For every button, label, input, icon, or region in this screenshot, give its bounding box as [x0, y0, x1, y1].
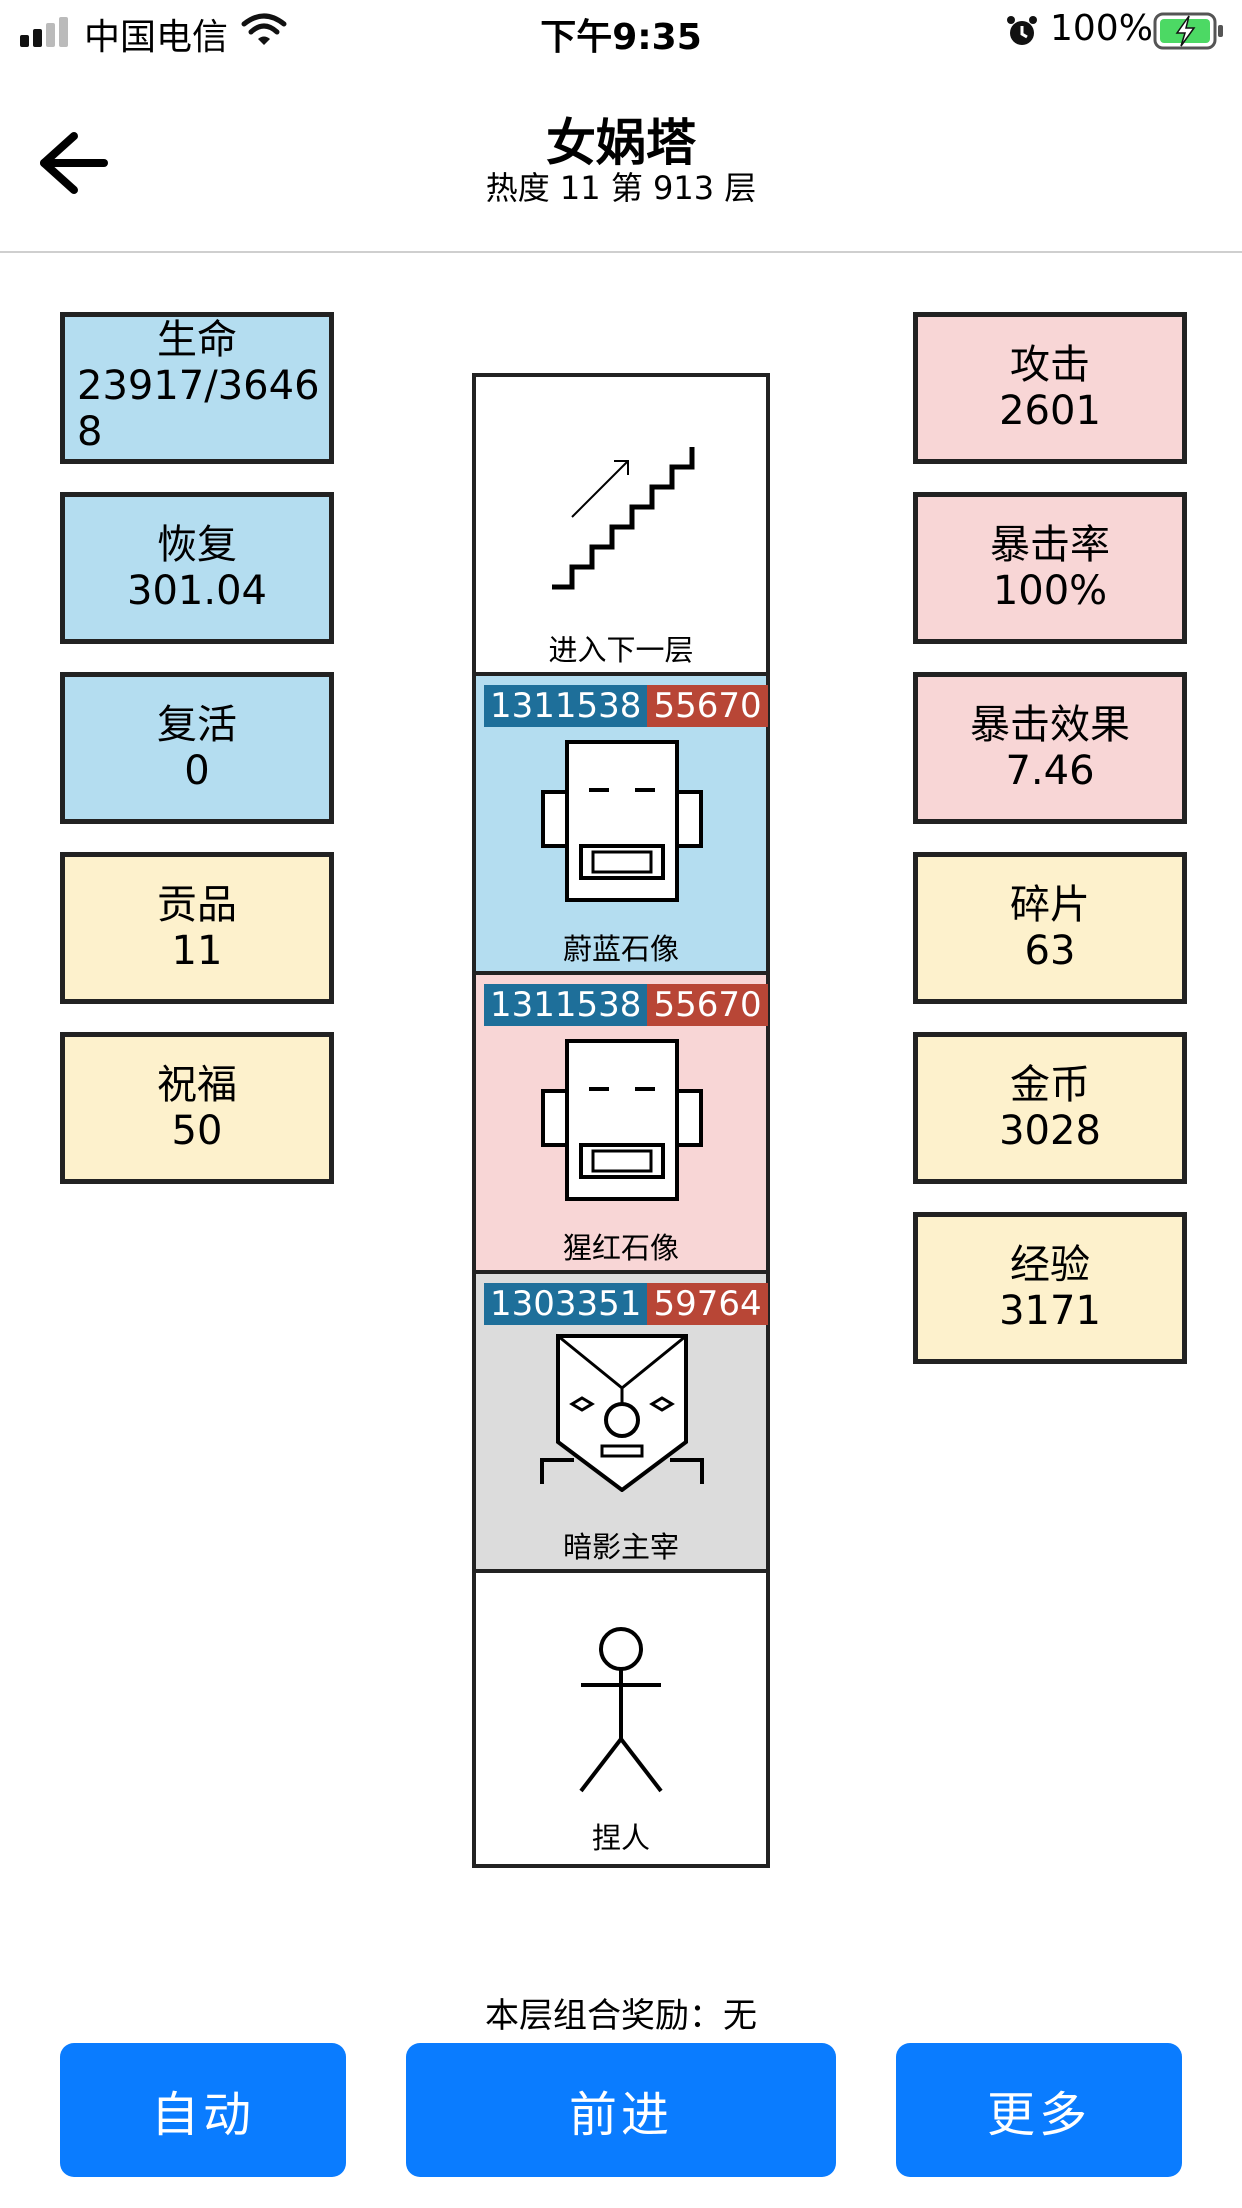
stat-label: 金币	[1010, 1062, 1090, 1108]
stat-value: 100%	[992, 568, 1108, 614]
stat-card-recovery: 恢复 301.04	[60, 492, 334, 644]
stat-label: 贡品	[157, 882, 237, 928]
tower-cell-enemy[interactable]: 1303351 59764 暗影主宰	[476, 1274, 768, 1573]
enemy-hp: 1311538	[484, 685, 648, 727]
tower-cell-label: 捏人	[591, 1821, 650, 1855]
carrier-name: 中国电信	[84, 17, 229, 58]
stat-card-crit-effect: 暴击效果 7.46	[913, 672, 1187, 824]
stat-value: 3028	[999, 1108, 1101, 1154]
enemy-attack: 55670	[647, 984, 768, 1026]
statue-icon	[541, 740, 703, 902]
stat-card-life: 生命 23917/36468	[60, 312, 334, 464]
stat-label: 恢复	[157, 522, 237, 568]
stat-value: 63	[1024, 928, 1076, 974]
wifi-icon	[241, 13, 287, 45]
stat-card-gold: 金币 3028	[913, 1032, 1187, 1184]
enemy-attack: 59764	[647, 1283, 768, 1325]
stat-label: 经验	[1010, 1242, 1090, 1288]
floor-reward-text: 本层组合奖励：无	[485, 1996, 757, 2036]
stat-label: 暴击效果	[970, 702, 1130, 748]
tower-cell-label: 暗影主宰	[562, 1530, 679, 1564]
stat-label: 祝福	[157, 1062, 237, 1108]
stat-value: 3171	[999, 1288, 1101, 1334]
stat-value: 11	[171, 928, 223, 974]
tower-cell-label: 进入下一层	[548, 633, 694, 667]
tower-cell-label: 蔚蓝石像	[562, 932, 679, 966]
stat-label: 碎片	[1010, 882, 1090, 928]
page-title: 女娲塔	[546, 114, 696, 172]
clock: 下午9:35	[540, 17, 702, 58]
stat-value: 0	[184, 748, 210, 794]
status-bar: 中国电信 下午9:35 100%	[0, 0, 1242, 62]
enemy-attack: 55670	[647, 685, 768, 727]
tower: 进入下一层 1311538 55670 蔚蓝石像 1311538 55670	[472, 373, 770, 1868]
stat-label: 攻击	[1010, 342, 1090, 388]
battery-charging-icon	[1153, 12, 1223, 50]
enemy-hp: 1303351	[484, 1283, 648, 1325]
enemy-stats: 1311538 55670	[484, 984, 768, 1026]
page-subtitle: 热度 11 第 913 层	[485, 169, 757, 207]
enemy-stats: 1311538 55670	[484, 685, 768, 727]
alarm-icon	[1007, 16, 1037, 45]
stat-card-fragments: 碎片 63	[913, 852, 1187, 1004]
enemy-hp: 1311538	[484, 984, 648, 1026]
statue-icon	[541, 1039, 703, 1201]
header-divider	[0, 251, 1242, 253]
stat-card-experience: 经验 3171	[913, 1212, 1187, 1364]
stat-card-tribute: 贡品 11	[60, 852, 334, 1004]
stat-card-revive: 复活 0	[60, 672, 334, 824]
stat-card-blessing: 祝福 50	[60, 1032, 334, 1184]
signal-icon	[20, 17, 76, 47]
enemy-stats: 1303351 59764	[484, 1283, 768, 1325]
forward-button[interactable]: 前进	[406, 2043, 836, 2177]
mask-icon	[540, 1334, 704, 1492]
stat-label: 暴击率	[990, 522, 1110, 568]
stat-value: 301.04	[127, 568, 267, 614]
tower-cell-enemy[interactable]: 1311538 55670 猩红石像	[476, 975, 768, 1274]
battery-percent: 100%	[1050, 8, 1153, 49]
stick-figure-icon	[579, 1627, 663, 1793]
stat-value: 23917/36468	[77, 363, 320, 455]
stat-value: 7.46	[1005, 748, 1095, 794]
stat-value: 50	[171, 1108, 223, 1154]
auto-button[interactable]: 自动	[60, 2043, 346, 2177]
tower-cell-next-floor[interactable]: 进入下一层	[476, 377, 766, 676]
stat-card-attack: 攻击 2601	[913, 312, 1187, 464]
tower-cell-enemy[interactable]: 1311538 55670 蔚蓝石像	[476, 676, 768, 975]
stat-label: 生命	[157, 317, 237, 363]
stat-card-crit-rate: 暴击率 100%	[913, 492, 1187, 644]
stairs-icon	[552, 447, 695, 590]
back-arrow-icon[interactable]	[34, 130, 110, 196]
stat-label: 复活	[157, 702, 237, 748]
tower-cell-create-character[interactable]: 捏人	[476, 1573, 766, 1864]
stat-value: 2601	[999, 388, 1101, 434]
more-button[interactable]: 更多	[896, 2043, 1182, 2177]
tower-cell-label: 猩红石像	[562, 1231, 679, 1265]
